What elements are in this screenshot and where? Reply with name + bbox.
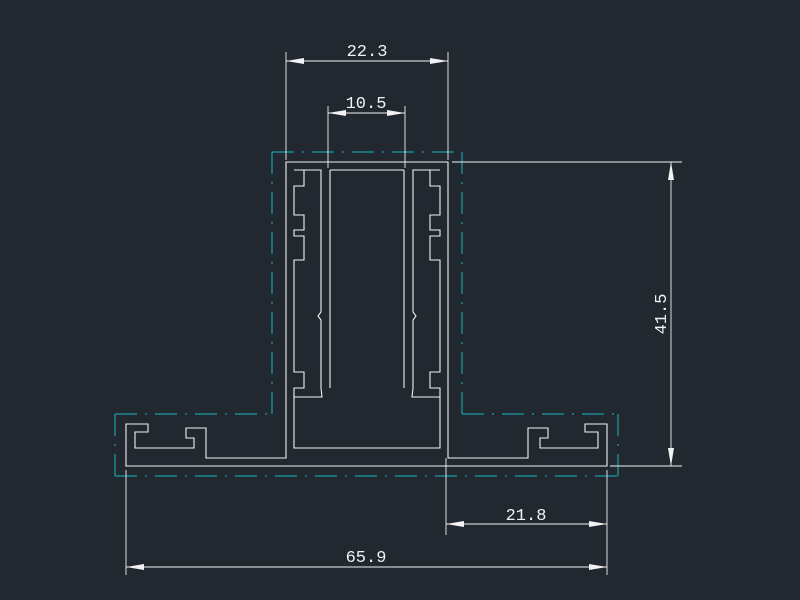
dimension-21-8: 21.8 bbox=[446, 507, 607, 527]
extension-lines bbox=[125, 52, 682, 575]
right-wall-channel bbox=[411, 169, 441, 398]
left-wall-channel bbox=[293, 169, 323, 398]
dim-arrow-right bbox=[589, 521, 607, 527]
dim-label-stem-height: 41.5 bbox=[653, 294, 672, 335]
dim-arrow-top bbox=[668, 162, 674, 180]
dim-arrow-right bbox=[589, 564, 607, 570]
construction-lines bbox=[114, 151, 619, 477]
central-slot-outline bbox=[329, 169, 405, 388]
dim-label-flange-offset: 21.8 bbox=[506, 507, 547, 526]
dim-arrow-left bbox=[446, 521, 464, 527]
dim-arrow-left bbox=[286, 58, 304, 64]
lower-chamber bbox=[293, 397, 441, 449]
dimension-65-9: 65.9 bbox=[126, 549, 607, 570]
dim-label-total-width: 65.9 bbox=[346, 549, 387, 568]
dim-arrow-right bbox=[387, 110, 405, 116]
profile-outer-outline bbox=[125, 161, 608, 467]
dim-arrow-bottom bbox=[668, 448, 674, 466]
dimension-41-5: 41.5 bbox=[653, 162, 674, 466]
dim-arrow-left bbox=[328, 110, 346, 116]
dim-arrow-right bbox=[430, 58, 448, 64]
dim-label-stem-width: 22.3 bbox=[347, 43, 388, 62]
dimension-10-5: 10.5 bbox=[328, 95, 405, 116]
dim-label-slot-width: 10.5 bbox=[346, 95, 387, 114]
dim-arrow-left bbox=[126, 564, 144, 570]
dimension-22-3: 22.3 bbox=[286, 43, 448, 64]
aluminium-profile bbox=[125, 161, 608, 467]
